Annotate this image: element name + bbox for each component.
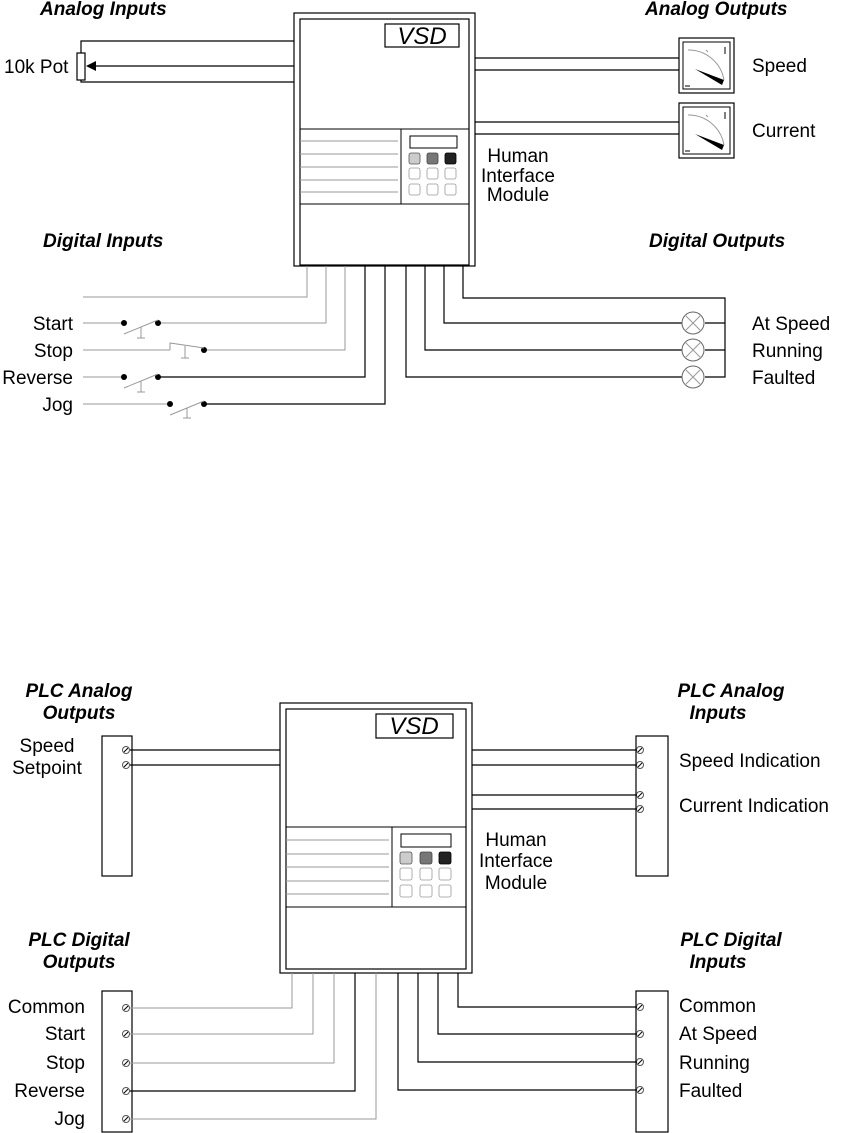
potentiometer: 10k Pot bbox=[4, 40, 294, 83]
start-switch-icon bbox=[121, 319, 161, 339]
switch-label-jog: Jog bbox=[42, 395, 73, 416]
switch-label-start: Start bbox=[33, 314, 74, 335]
him-label-line-1: Human bbox=[485, 830, 546, 851]
bottom-diagram: PLC Analog Outputs PLC Analog Inputs PLC… bbox=[8, 681, 829, 1133]
him-label-line-3: Module bbox=[487, 185, 549, 206]
analog-output-wires bbox=[475, 57, 680, 135]
header-plc-analog-outputs-2: Outputs bbox=[43, 703, 116, 724]
digital-output-label-start: Start bbox=[45, 1024, 86, 1045]
header-plc-analog-inputs-1: PLC Analog bbox=[678, 681, 785, 702]
lamp-label-at-speed: At Speed bbox=[752, 314, 830, 335]
vsd-label: VSD bbox=[389, 713, 438, 740]
digital-output-wires bbox=[405, 266, 726, 378]
header-digital-outputs: Digital Outputs bbox=[649, 231, 785, 252]
vsd-label-box bbox=[375, 713, 454, 739]
header-plc-digital-inputs-2: Inputs bbox=[690, 952, 747, 973]
him-key-1 bbox=[408, 152, 421, 165]
digital-output-label-reverse: Reverse bbox=[14, 1081, 85, 1102]
header-plc-analog-outputs-1: PLC Analog bbox=[26, 681, 133, 702]
speed-setpoint-line-1: Speed bbox=[20, 736, 75, 757]
vsd-label: VSD bbox=[397, 23, 446, 50]
lamp-label-faulted: Faulted bbox=[752, 368, 815, 389]
pot-wiper-arrow-icon bbox=[86, 61, 96, 71]
vsd-drive: VSD bbox=[293, 12, 476, 267]
vsd-label-box bbox=[384, 23, 460, 48]
digital-input-label-at-speed: At Speed bbox=[679, 1024, 757, 1045]
plc-analog-input-terminal-block bbox=[635, 735, 669, 877]
vsd-drive-bottom: VSD bbox=[279, 702, 473, 974]
him-label-line-2: Interface bbox=[479, 851, 553, 872]
reverse-switch-icon bbox=[121, 373, 161, 393]
stop-switch-icon bbox=[169, 342, 207, 359]
vsd-inner-frame bbox=[299, 18, 470, 266]
meter-label-current: Current bbox=[752, 121, 816, 142]
lamp-running-icon bbox=[681, 338, 705, 362]
pot-resistor-icon bbox=[76, 52, 86, 81]
header-analog-outputs: Analog Outputs bbox=[644, 0, 787, 20]
him-key-3 bbox=[444, 152, 457, 165]
header-digital-inputs: Digital Inputs bbox=[43, 231, 163, 252]
him-key-1 bbox=[399, 851, 413, 865]
plc-digital-input-terminal-block bbox=[635, 990, 669, 1133]
lamp-faulted-icon bbox=[681, 365, 705, 389]
him-label-line-2: Interface bbox=[481, 166, 555, 187]
plc-digital-output-terminal-block bbox=[101, 990, 133, 1133]
jog-switch-icon bbox=[167, 400, 207, 419]
current-meter-icon bbox=[678, 102, 735, 159]
digital-input-label-faulted: Faulted bbox=[679, 1081, 742, 1102]
header-plc-digital-outputs-1: PLC Digital bbox=[28, 930, 130, 951]
switch-label-reverse: Reverse bbox=[2, 368, 73, 389]
switch-label-stop: Stop bbox=[34, 341, 73, 362]
speed-setpoint-line-2: Setpoint bbox=[12, 758, 82, 779]
digital-input-wires bbox=[83, 266, 386, 405]
meter-label-speed: Speed bbox=[752, 56, 807, 77]
speed-meter-icon bbox=[678, 37, 735, 94]
digital-output-label-stop: Stop bbox=[46, 1053, 85, 1074]
him-key-2 bbox=[426, 152, 439, 165]
him-label-line-1: Human bbox=[487, 146, 548, 167]
plc-analog-output-terminal-block bbox=[101, 735, 133, 877]
him-key-2 bbox=[419, 851, 433, 865]
digital-output-label-jog: Jog bbox=[54, 1109, 85, 1130]
lamp-label-running: Running bbox=[752, 341, 823, 362]
top-diagram: Analog Inputs Analog Outputs Digital Inp… bbox=[2, 0, 830, 419]
pot-label: 10k Pot bbox=[4, 57, 69, 78]
him-key-3 bbox=[438, 851, 452, 865]
analog-input-label-speed-indication: Speed Indication bbox=[679, 751, 821, 772]
digital-input-label-running: Running bbox=[679, 1053, 750, 1074]
him-label-line-3: Module bbox=[485, 873, 547, 894]
plc-digital-input-wires bbox=[397, 973, 637, 1091]
digital-output-label-common: Common bbox=[8, 997, 85, 1018]
him-display bbox=[400, 833, 452, 848]
lamp-at-speed-icon bbox=[681, 311, 705, 335]
plc-digital-output-wires bbox=[130, 973, 377, 1120]
vsd-inner-frame bbox=[285, 708, 467, 970]
header-analog-inputs: Analog Inputs bbox=[39, 0, 167, 20]
header-plc-analog-inputs-2: Inputs bbox=[690, 703, 747, 724]
him-display bbox=[409, 135, 458, 149]
header-plc-digital-inputs-1: PLC Digital bbox=[680, 930, 782, 951]
digital-input-label-common: Common bbox=[679, 996, 756, 1017]
analog-input-label-current-indication: Current Indication bbox=[679, 796, 829, 817]
header-plc-digital-outputs-2: Outputs bbox=[43, 952, 116, 973]
